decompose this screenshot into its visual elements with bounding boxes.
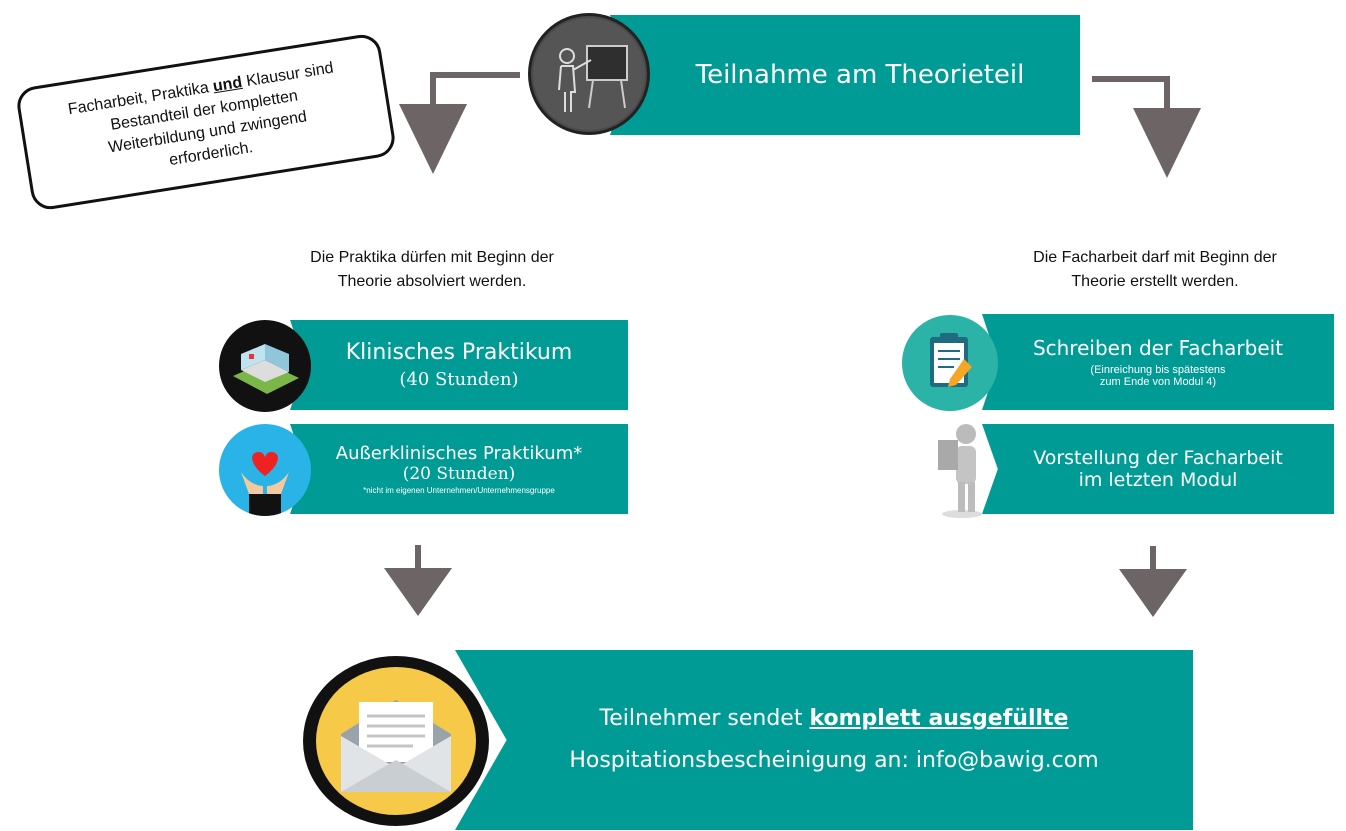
arrow-right-horizontal [1092, 76, 1170, 82]
theory-banner: Teilnahme am Theorieteil [610, 15, 1080, 135]
arrow-left-head [399, 104, 467, 174]
clinical-internship-hours: (40 Stunden) [399, 369, 519, 390]
present-thesis-title-1: Vorstellung der Facharbeit [1033, 447, 1283, 469]
arrow-right-vertical [1164, 76, 1170, 110]
presenter-figure-icon [930, 420, 990, 518]
submission-banner: Teilnehmer sendet komplett ausgefüllte H… [455, 650, 1193, 830]
heart-hands-icon [219, 424, 311, 516]
write-thesis-deadline-1: (Einreichung bis spätestens [1090, 364, 1226, 376]
theory-title: Teilnahme am Theorieteil [695, 60, 1025, 90]
arrow-left-vertical [430, 72, 436, 106]
present-thesis-box: Vorstellung der Facharbeit im letzten Mo… [982, 424, 1334, 514]
arrow-left-horizontal [430, 72, 520, 78]
external-internship-hours: (20 Stunden) [402, 464, 516, 484]
note-emphasis: und [211, 73, 244, 96]
write-thesis-box: Schreiben der Facharbeit (Einreichung bi… [982, 314, 1334, 410]
envelope-letter-icon [303, 656, 489, 826]
arrow-lower-right-shaft [1150, 546, 1156, 572]
submission-line-1: Teilnehmer sendet komplett ausgefüllte [599, 706, 1069, 731]
note-box: Facharbeit, Praktika und Klausur sind Be… [14, 31, 398, 213]
write-thesis-title: Schreiben der Facharbeit [1032, 336, 1284, 360]
clinical-internship-box: Klinisches Praktikum (40 Stunden) [290, 320, 628, 410]
clipboard-pencil-icon [902, 315, 998, 411]
arrow-lower-left-shaft [415, 545, 421, 571]
external-internship-title: Außerklinisches Praktikum* [335, 443, 583, 464]
arrow-right-head [1133, 108, 1201, 178]
external-internship-box: Außerklinisches Praktikum* (20 Stunden) … [290, 424, 628, 514]
external-internship-note: *nicht im eigenen Unternehmen/Unternehme… [363, 486, 555, 495]
submission-line-2: Hospitationsbescheinigung an: info@bawig… [569, 748, 1099, 773]
arrow-lower-right-head [1119, 569, 1187, 617]
clinical-internship-title: Klinisches Praktikum [345, 340, 573, 365]
write-thesis-deadline-2: zum Ende von Modul 4) [1099, 376, 1217, 388]
submission-emphasis: komplett ausgefüllte [809, 706, 1069, 731]
hospital-icon [219, 320, 311, 412]
present-thesis-title-2: im letzten Modul [1078, 469, 1238, 491]
teacher-chalkboard-icon [528, 13, 650, 135]
arrow-lower-left-head [384, 568, 452, 616]
